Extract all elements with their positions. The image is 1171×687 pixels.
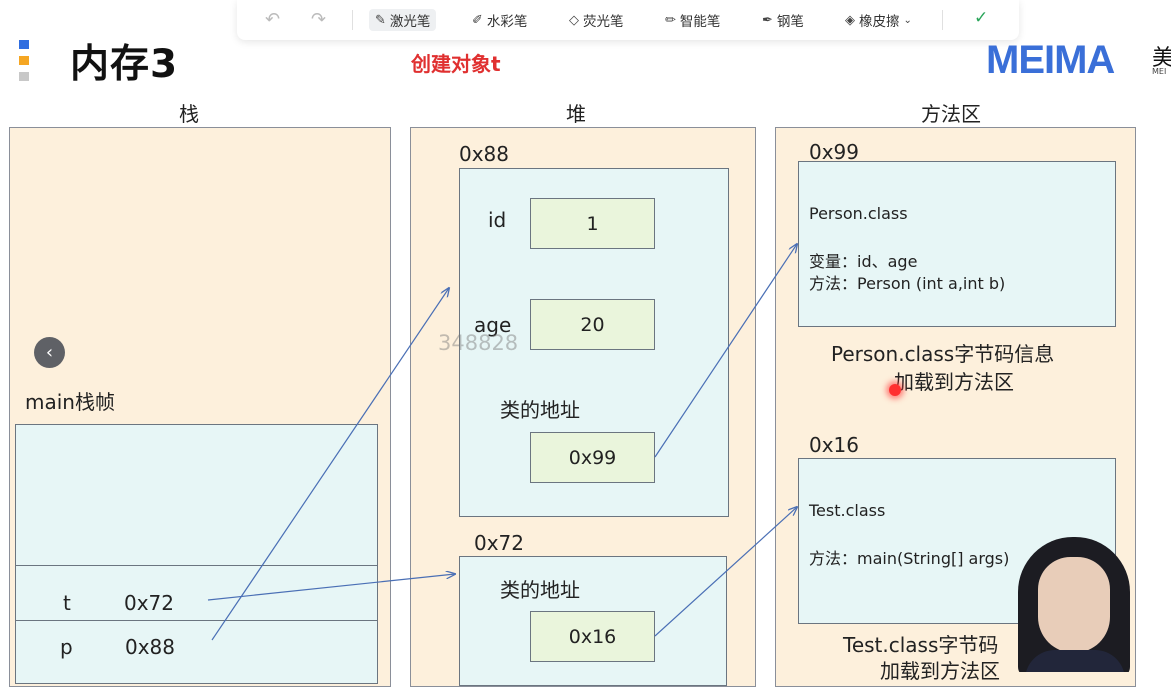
reference-arrows (207, 0, 1171, 641)
class-address-label: 类的地址 (500, 398, 580, 422)
class-name: Person.class (809, 204, 908, 223)
frame-row-divider (15, 565, 378, 566)
title-marker-blue (19, 40, 29, 49)
heap-heading: 堆 (566, 102, 586, 126)
smart-pen-button[interactable]: ✏ 智能笔 (665, 9, 720, 31)
object-address: 0x72 (474, 531, 525, 555)
laser-pointer-dot (889, 384, 901, 396)
watermark: 348828 (438, 331, 519, 355)
pen-label: 钢笔 (776, 14, 804, 30)
eraser-icon: ◈ (845, 12, 855, 28)
highlighter-label: 荧光笔 (583, 14, 624, 30)
eraser-button[interactable]: ◈ 橡皮擦 ⌄ (845, 9, 912, 31)
class-vars: 变量：id、age (809, 252, 918, 271)
stack-heading: 栈 (179, 102, 199, 126)
title-marker-orange (19, 56, 29, 65)
stack-var-name: t (63, 591, 71, 615)
smart-pen-icon: ✏ (665, 12, 676, 28)
field-name: id (488, 208, 507, 232)
person-class-box (798, 161, 1116, 327)
stack-var-value: 0x88 (125, 635, 176, 659)
class-address-cell: 0x99 (530, 432, 655, 483)
redo-icon[interactable]: ↷ (311, 9, 327, 30)
main-stack-frame (15, 424, 378, 684)
presenter-video (1010, 535, 1135, 672)
eraser-label: 橡皮擦 (859, 14, 900, 30)
toolbar-divider (942, 10, 943, 30)
fountain-pen-icon: ✒ (762, 12, 773, 28)
laser-pen-icon: ✎ (375, 12, 386, 28)
brand-logo-char: 美 (1152, 46, 1171, 71)
frame-row-divider (15, 620, 378, 621)
field-value-cell: 1 (530, 198, 655, 249)
slide-subtitle: 创建对象t (411, 52, 501, 76)
highlighter-button[interactable]: ◇ 荧光笔 (569, 9, 624, 31)
watercolor-pen-button[interactable]: ✐ 水彩笔 (472, 9, 527, 31)
object-address: 0x88 (459, 142, 510, 166)
class-methods: 方法：Person (int a,int b) (809, 274, 1006, 293)
arrow-0x99-to-person-class (654, 244, 797, 458)
field-name: age (474, 313, 512, 337)
class-caption: 加载到方法区 (894, 370, 1014, 394)
watercolor-pen-icon: ✐ (472, 12, 483, 28)
class-caption: Person.class字节码信息 (831, 342, 1055, 366)
presenter-face (1038, 557, 1110, 653)
stack-var-name: p (60, 635, 73, 659)
smart-pen-label: 智能笔 (679, 14, 721, 30)
watercolor-pen-label: 水彩笔 (486, 14, 528, 30)
chevron-down-icon[interactable]: ⌄ (903, 14, 912, 26)
laser-pen-label: 激光笔 (389, 14, 431, 30)
arrow-0x16-to-test-class (654, 507, 797, 637)
class-name: Test.class (809, 501, 886, 520)
laser-pen-button[interactable]: ✎ 激光笔 (369, 9, 437, 31)
undo-icon[interactable]: ↶ (265, 9, 281, 30)
check-icon[interactable]: ✓ (974, 8, 989, 28)
method-area-heading: 方法区 (921, 102, 981, 126)
highlighter-icon: ◇ (569, 12, 579, 28)
arrow-t-to-0x72 (207, 574, 455, 601)
presenter-shirt (1025, 650, 1125, 672)
class-address: 0x99 (809, 140, 860, 164)
annotation-toolbar: ↶ ↷ ✎ 激光笔 ✐ 水彩笔 ◇ 荧光笔 ✏ 智能笔 ✒ 钢笔 ◈ 橡皮擦 ⌄… (237, 0, 1019, 40)
stack-var-value: 0x72 (124, 591, 175, 615)
class-address: 0x16 (809, 433, 860, 457)
arrow-p-to-0x88 (211, 288, 449, 641)
chevron-left-icon[interactable]: ‹ (34, 337, 65, 368)
class-address-label: 类的地址 (500, 578, 580, 602)
pen-button[interactable]: ✒ 钢笔 (762, 9, 804, 31)
class-address-cell: 0x16 (530, 611, 655, 662)
title-marker-gray (19, 72, 29, 81)
main-frame-label: main栈帧 (25, 390, 115, 414)
field-value-cell: 20 (530, 299, 655, 350)
brand-logo: MEIMA (986, 38, 1115, 82)
brand-logo-sub: MEI (1152, 67, 1167, 76)
slide-title: 内存3 (70, 42, 179, 87)
class-caption: Test.class字节码 (843, 633, 999, 657)
class-methods: 方法：main(String[] args) (809, 549, 1010, 568)
toolbar-divider (352, 10, 353, 30)
